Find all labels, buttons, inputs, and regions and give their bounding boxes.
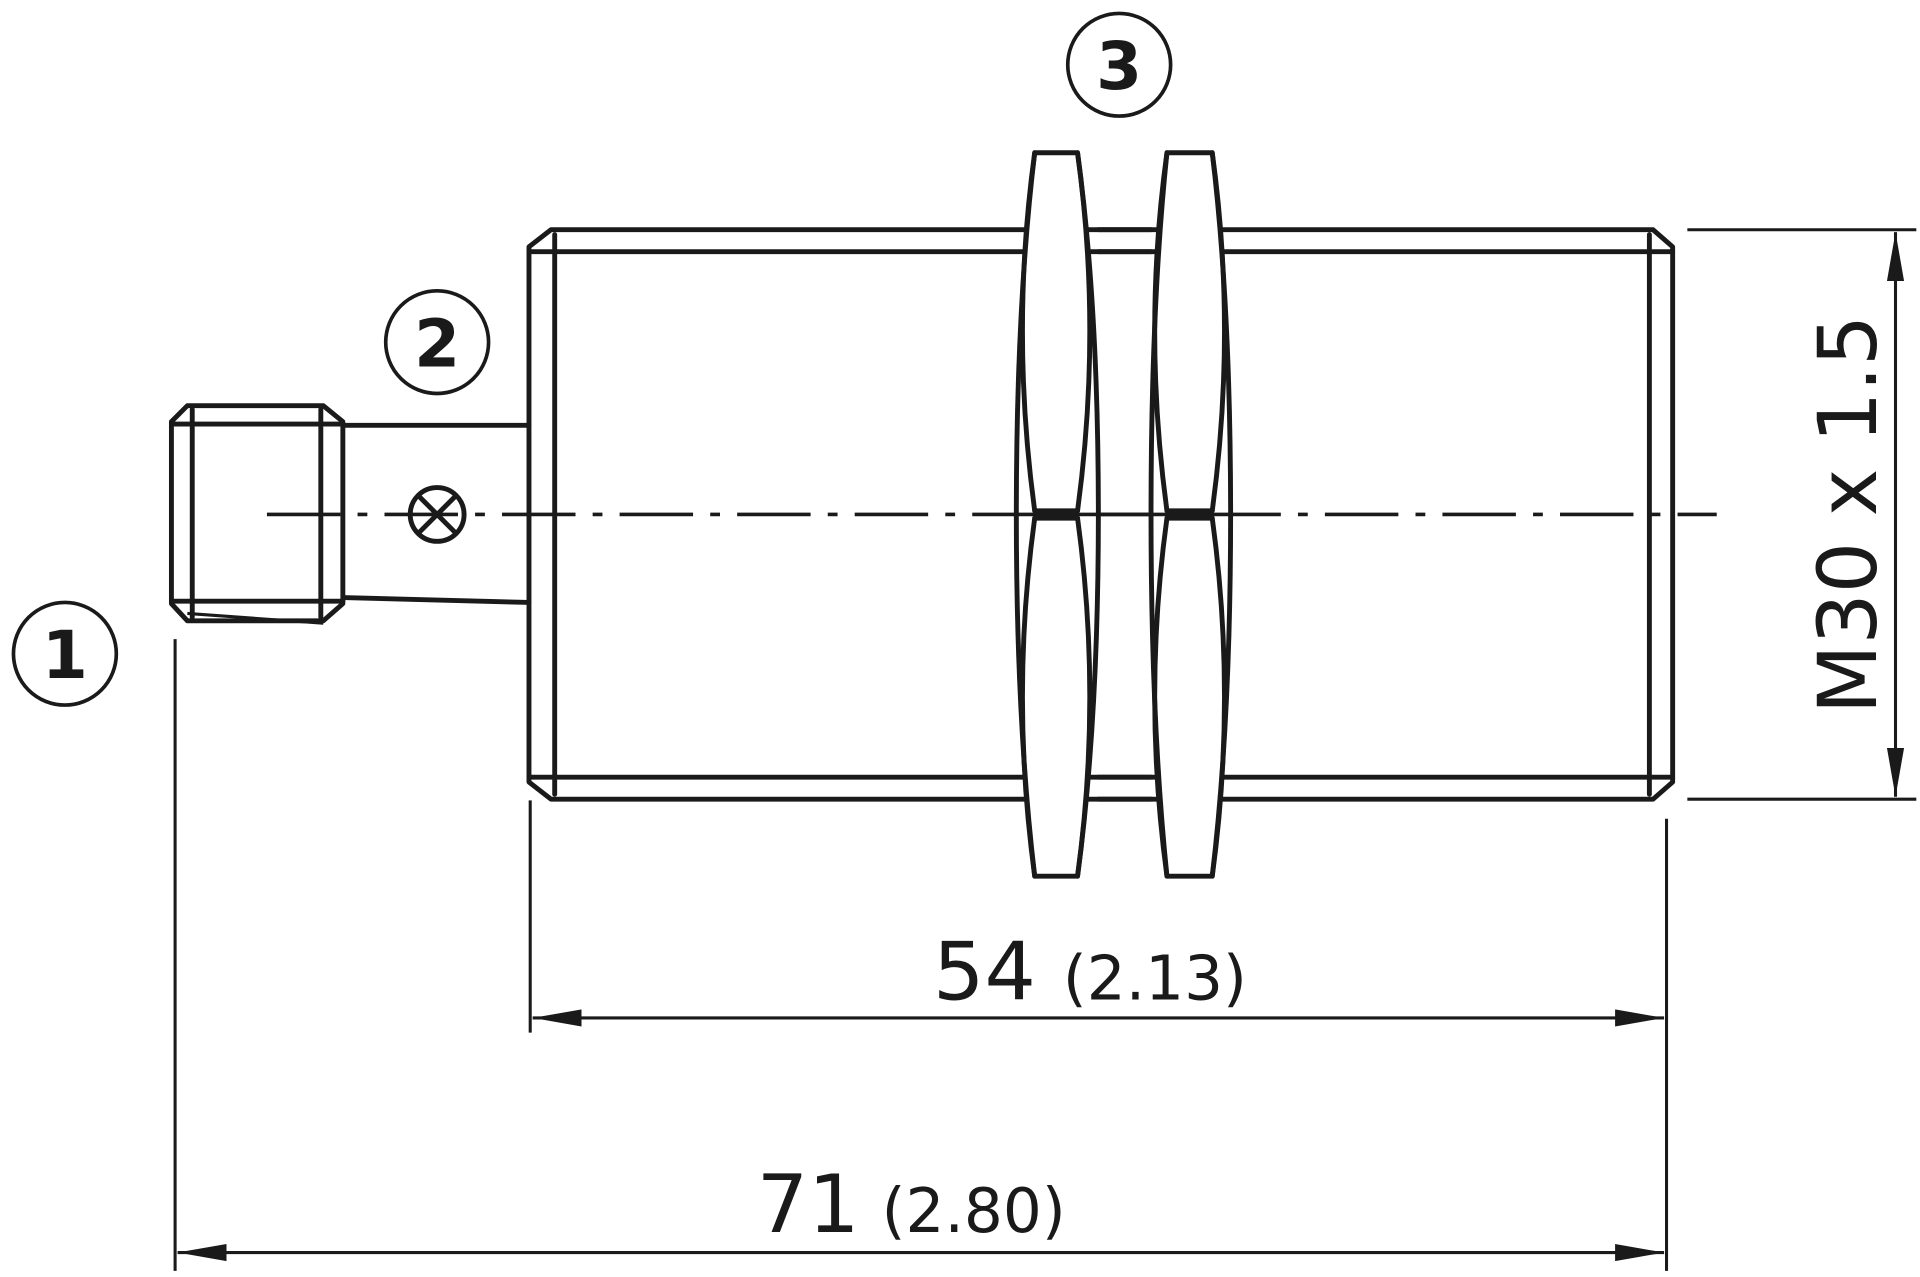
callout-3: 3	[1065, 11, 1173, 118]
neck-bottom	[340, 595, 532, 605]
callout-1: 1	[11, 600, 119, 707]
dim-71-in: (2.80)	[882, 1176, 1066, 1247]
dim-54-mm: 54	[933, 926, 1036, 1020]
ground-symbol-icon	[407, 485, 467, 544]
svg-text:2: 2	[414, 306, 460, 383]
dim-54-in: (2.13)	[1063, 944, 1247, 1015]
svg-text:3: 3	[1096, 28, 1142, 105]
thread-spec: M30 x 1.5	[1802, 315, 1896, 714]
callout-2: 2	[383, 289, 491, 396]
svg-text:1: 1	[42, 617, 88, 694]
connector	[168, 403, 346, 625]
dim-71-mm: 71	[757, 1158, 860, 1252]
